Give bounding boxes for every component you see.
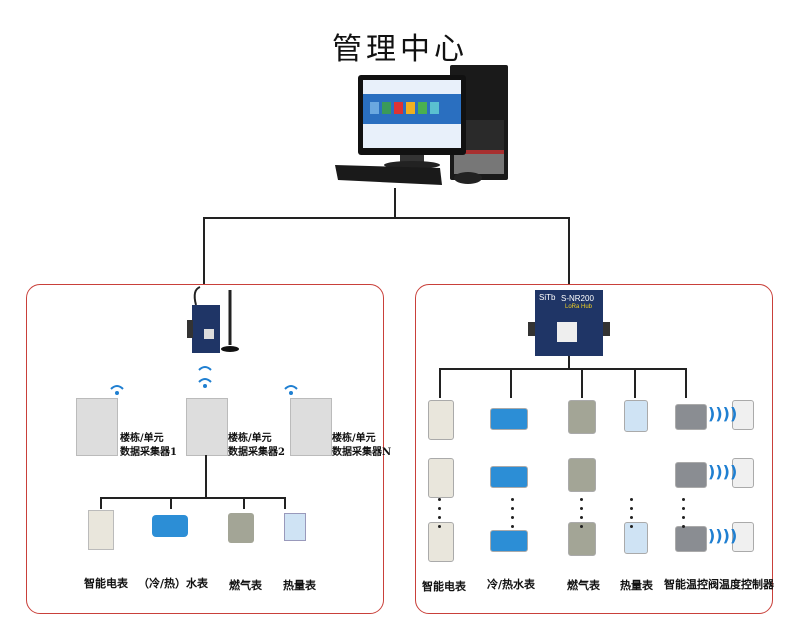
connector-line [203,217,569,219]
connector-line [100,497,102,509]
connector-line [439,368,685,370]
mouse [454,172,482,184]
management-computer [335,65,508,185]
meter-label: 燃气表 [229,579,262,592]
heat-meter [624,522,648,554]
temperature-controller [732,458,754,488]
temp-control-valve [675,526,707,552]
gas-meter [568,400,596,434]
water-meter [490,466,528,488]
ellipsis-dots [511,498,515,534]
collector-label: 楼栋/单元数据采集器2 [228,433,285,458]
temp-control-valve [675,404,707,430]
mount-bracket [603,322,610,336]
device-label: 智能电表 [422,580,466,593]
diagram-title: 管理中心 [332,32,468,67]
heat-meter [284,513,306,541]
ellipsis-dots [630,498,634,534]
connector-line [394,188,396,218]
connector-line [205,455,207,498]
connector-line [203,217,205,285]
connector-line [243,497,245,509]
connector-line [581,368,583,398]
heat-meter [624,400,648,432]
gateway-s-nr200: SiTb S-NR200 LoRa Hub [535,290,603,356]
collector-meter-n [290,398,332,456]
gas-meter [228,513,254,543]
right-panel [415,284,773,614]
gateway-subtitle: LoRa Hub [565,304,593,310]
connector-line [568,356,570,369]
wifi-icon: )))) [708,404,738,423]
connector-line [634,368,636,398]
device-label: 冷/热水表 [487,578,536,591]
ellipsis-dots [438,498,442,534]
collector-label: 楼栋/单元数据采集器1 [120,433,177,458]
electric-meter [428,522,454,562]
mount-bracket [528,322,535,336]
gas-meter [568,458,596,492]
water-meter [490,530,528,552]
collector-label: 楼栋/单元数据采集器N [332,433,392,458]
device-label: 温度控制器 [719,578,774,591]
water-meter [152,515,188,537]
wifi-icon [110,385,124,395]
electric-meter [428,458,454,498]
keyboard [335,165,442,185]
connector-line [439,368,441,398]
collector-meter-1 [76,398,118,456]
connector-line [170,497,172,509]
connector-line [685,368,687,398]
wifi-icon: )))) [708,462,738,481]
collector-meter-2 [186,398,228,456]
left-panel [26,284,384,614]
temperature-controller [732,522,754,552]
water-meter [490,408,528,430]
device-label: 智能温控阀 [664,578,719,591]
qr-code [557,322,577,342]
device-label: 热量表 [620,579,653,592]
wifi-icon [198,366,212,388]
temperature-controller [732,400,754,430]
connector-line [100,497,285,499]
meter-label: 热量表 [283,579,316,592]
wifi-icon [284,385,298,395]
electric-meter [88,510,114,550]
temp-control-valve [675,462,707,488]
gateway-s-dt100 [187,286,239,353]
meter-label: （冷/热）水表 [138,577,209,590]
connector-line [568,217,570,285]
ellipsis-dots [580,498,584,534]
connector-line [284,497,286,509]
gateway-brand: SiTb [539,293,556,302]
electric-meter [428,400,454,440]
connector-line [510,368,512,398]
meter-label: 智能电表 [84,577,128,590]
gateway-model: S-NR200 [561,294,594,303]
wifi-icon: )))) [708,526,738,545]
device-label: 燃气表 [567,579,600,592]
ellipsis-dots [682,498,686,534]
